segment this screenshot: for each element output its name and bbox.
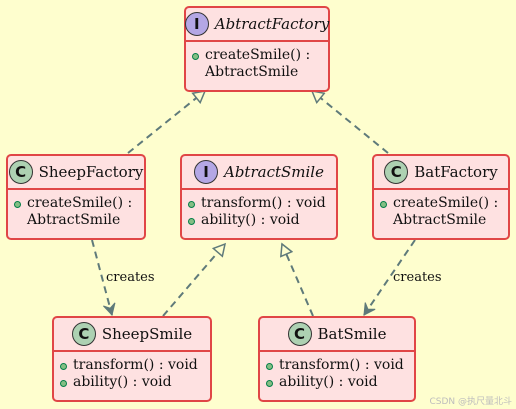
creates-label-right: creates — [393, 270, 442, 285]
realization-sheepsmile-abstractsmile — [162, 244, 225, 317]
public-method-icon — [192, 53, 199, 60]
class-abstract-factory[interactable]: I AbtractFactory createSmile() : Abtract… — [184, 6, 330, 92]
dependency-batfactory-batsmile — [363, 239, 416, 316]
class-badge-icon: C — [8, 160, 33, 184]
class-member: transform() : void — [188, 195, 336, 212]
divider — [182, 188, 336, 190]
class-member: transform() : void — [266, 357, 414, 374]
public-method-icon — [60, 380, 67, 387]
class-header: C BatSmile — [260, 318, 414, 350]
class-member: createSmile() : AbtractSmile — [14, 195, 144, 229]
class-name: AbtractSmile — [224, 163, 324, 181]
class-member: transform() : void — [60, 357, 210, 374]
public-method-icon — [266, 363, 273, 370]
class-member: ability() : void — [266, 374, 414, 391]
realization-sheepfactory-abstractfactory — [127, 91, 205, 154]
class-badge-icon: C — [287, 322, 312, 346]
class-name: BatSmile — [317, 325, 387, 343]
class-header: C BatFactory — [374, 156, 508, 188]
class-header: I AbtractFactory — [184, 8, 330, 40]
class-header: C SheepSmile — [54, 318, 210, 350]
interface-badge-icon: I — [184, 12, 209, 36]
divider — [186, 40, 328, 42]
class-badge-icon: C — [71, 322, 96, 346]
class-name: BatFactory — [414, 163, 498, 181]
class-bat-factory[interactable]: C BatFactory createSmile() : AbtractSmil… — [372, 154, 510, 240]
class-name: SheepSmile — [101, 325, 193, 343]
public-method-icon — [60, 363, 67, 370]
class-member: createSmile() : AbtractSmile — [192, 47, 328, 81]
class-badge-icon: C — [384, 160, 409, 184]
watermark: CSDN @执尺量北斗 — [429, 397, 512, 407]
class-bat-smile[interactable]: C BatSmile transform() : void ability() … — [258, 316, 416, 402]
class-name: AbtractFactory — [214, 15, 330, 33]
public-method-icon — [188, 218, 195, 225]
class-sheep-smile[interactable]: C SheepSmile transform() : void ability(… — [52, 316, 212, 402]
class-name: SheepFactory — [38, 163, 144, 181]
divider — [260, 350, 414, 352]
dependency-sheepfactory-sheepsmile — [91, 239, 116, 317]
class-header: C SheepFactory — [8, 156, 144, 188]
class-member: ability() : void — [188, 212, 336, 229]
public-method-icon — [14, 201, 21, 208]
class-sheep-factory[interactable]: C SheepFactory createSmile() : AbtractSm… — [6, 154, 146, 240]
divider — [54, 350, 210, 352]
public-method-icon — [380, 201, 387, 208]
realization-batsmile-abstractsmile — [282, 244, 314, 317]
public-method-icon — [188, 201, 195, 208]
public-method-icon — [266, 380, 273, 387]
divider — [374, 188, 508, 190]
realization-batfactory-abstractfactory — [312, 91, 389, 154]
interface-badge-icon: I — [194, 160, 218, 184]
class-member: createSmile() : AbtractSmile — [380, 195, 508, 229]
class-header: I AbtractSmile — [182, 156, 336, 188]
creates-label-left: creates — [106, 270, 155, 285]
divider — [8, 188, 144, 190]
class-abstract-smile[interactable]: I AbtractSmile transform() : void abilit… — [180, 154, 338, 240]
class-member: ability() : void — [60, 374, 210, 391]
